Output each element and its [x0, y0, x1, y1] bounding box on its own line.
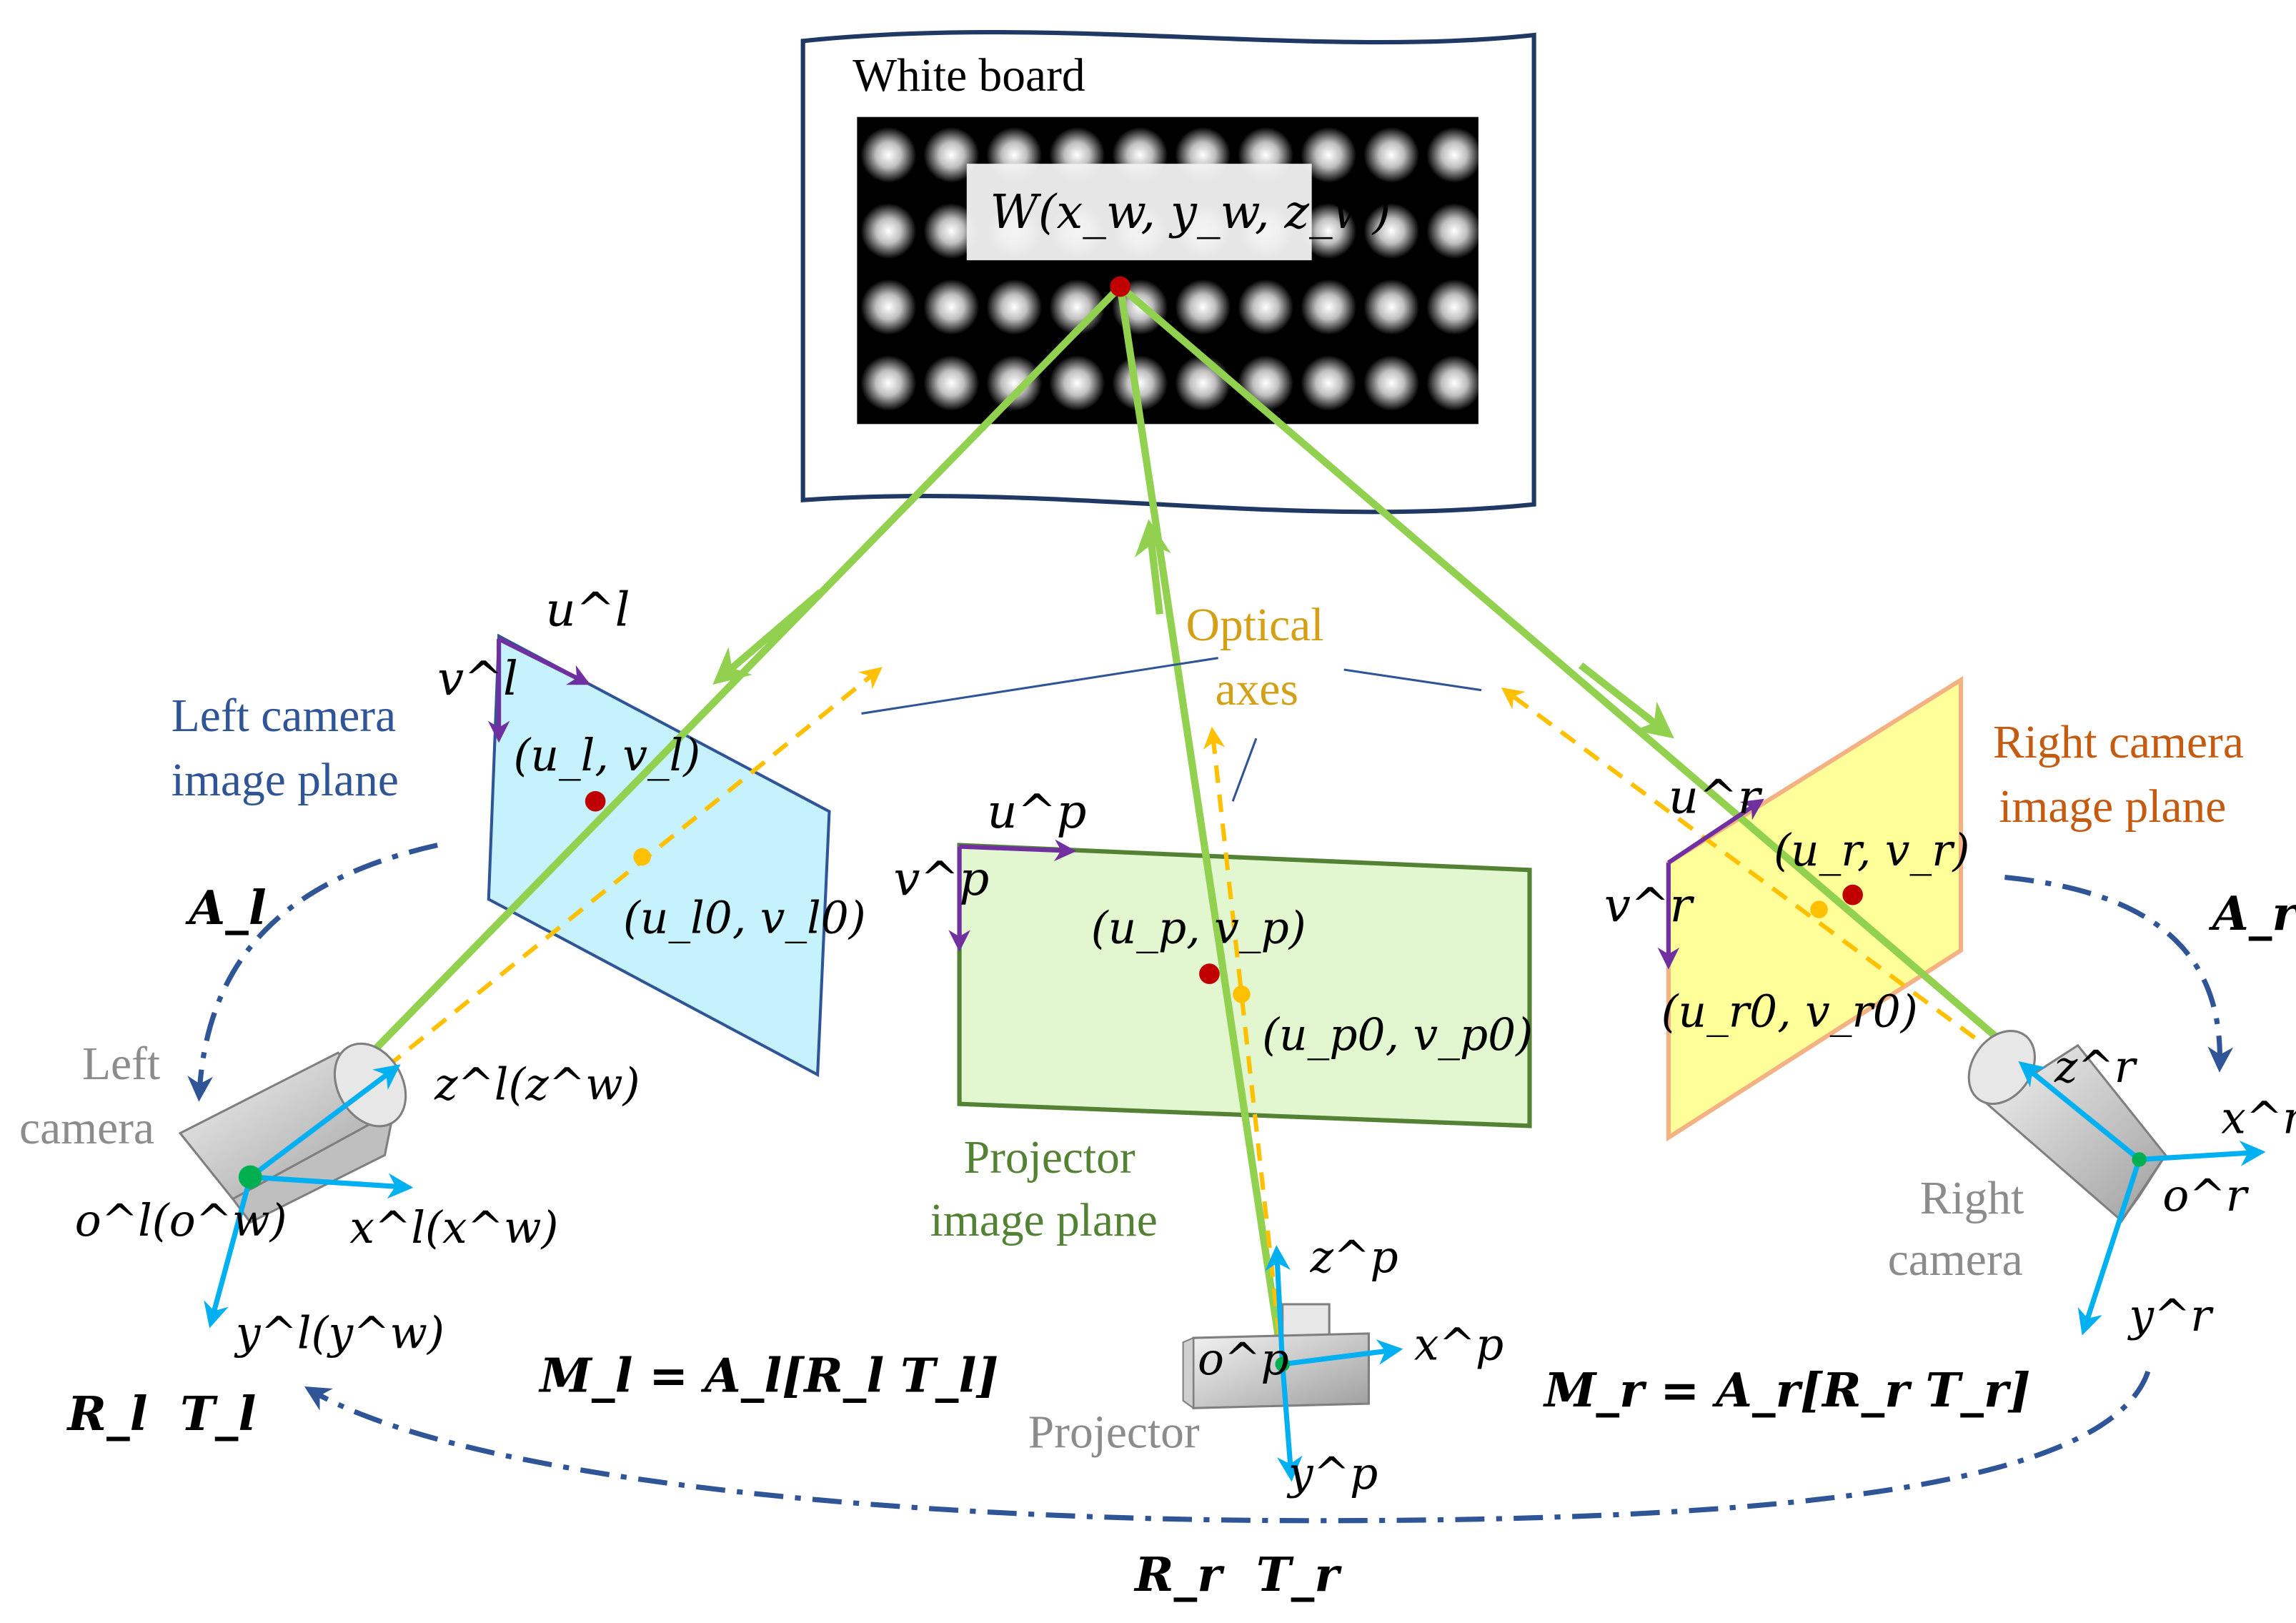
right-projection-equation: M_r = A_r[R_r T_r]	[1543, 1364, 2031, 1418]
projector-x-axis	[1282, 1339, 1403, 1367]
projector-u-axis	[959, 839, 1077, 862]
optical-axes-leaders	[861, 657, 1482, 802]
ray-right-arrow	[1578, 662, 1674, 739]
right-rotation-label: R_r	[1133, 1548, 1225, 1602]
right-intrinsic-arc	[2004, 875, 2234, 1073]
right-point-label: (u_r, v_r)	[1774, 825, 1969, 876]
ray-right-camera	[1118, 284, 2142, 1163]
projector-u-axis-label: u^p	[987, 785, 1086, 839]
right-device-label-line1: Right	[1920, 1173, 2024, 1224]
left-optical-axis	[249, 667, 883, 1179]
right-y-axis-label: y^r	[2127, 1291, 2214, 1341]
right-z-axis-label: z^r	[2054, 1042, 2138, 1093]
left-principal-label: (u_l0, v_l0)	[623, 893, 866, 943]
left-u-axis-label: u^l	[546, 583, 630, 637]
right-plane-label-line1: Right camera	[1993, 717, 2244, 768]
ray-left-camera	[247, 284, 1123, 1180]
projector-y-axis	[1276, 1364, 1303, 1482]
left-device-label-line1: Left	[82, 1038, 160, 1090]
projector-principal-label: (u_p0, v_p0)	[1262, 1010, 1533, 1061]
right-z-axis	[2018, 1061, 2141, 1162]
projector-origin-label: o^p	[1198, 1334, 1289, 1385]
right-x-axis-label: x^r	[2221, 1093, 2296, 1144]
left-u-axis	[497, 637, 591, 685]
ray-left-arrow	[712, 589, 823, 685]
right-v-axis-label: v^r	[1604, 878, 1695, 933]
projector-image-point	[1199, 963, 1220, 984]
left-principal-point	[633, 848, 651, 866]
right-y-axis	[2077, 1158, 2142, 1336]
uv-axes	[487, 637, 1764, 970]
right-principal-point	[1810, 900, 1828, 918]
right-plane-label-line2: image plane	[1999, 781, 2226, 833]
right-intrinsic-label: A_r	[2208, 887, 2296, 941]
projector-principal-point	[1233, 985, 1251, 1003]
left-z-axis	[249, 1064, 401, 1179]
stereo-extrinsic-arc	[304, 1370, 2151, 1524]
world-point-label: W(x_w, y_w, z_w)	[990, 185, 1391, 239]
right-origin	[2132, 1152, 2147, 1167]
right-origin-label: o^r	[2162, 1171, 2249, 1221]
world-point-label-box	[966, 164, 1312, 261]
labels: Optical axes Left camera image plane u^l…	[19, 583, 2296, 1602]
left-rotation-label: R_l	[66, 1387, 148, 1441]
projector-y-axis-label: y^p	[1286, 1449, 1378, 1499]
left-projection-equation: M_l = A_l[R_l T_l]	[538, 1349, 998, 1404]
left-origin	[238, 1165, 262, 1189]
left-y-axis-label: y^l(y^w)	[234, 1308, 444, 1359]
left-translation-label: T_l	[180, 1387, 256, 1441]
optical-axes-label-line1: Optical	[1186, 600, 1324, 651]
left-image-plane	[487, 633, 831, 1078]
ray-projector	[1116, 286, 1286, 1365]
projector-image-plane	[957, 843, 1532, 1128]
left-camera	[178, 1042, 407, 1224]
right-device-label-line2: camera	[1888, 1234, 2023, 1286]
projector-plane-label-line2: image plane	[930, 1195, 1158, 1246]
rays	[247, 284, 2142, 1365]
right-x-axis	[2139, 1141, 2266, 1166]
projector-v-axis-label: v^p	[894, 852, 990, 906]
projector-z-axis-label: z^p	[1310, 1232, 1398, 1283]
right-image-point	[1842, 884, 1863, 905]
left-image-point	[585, 790, 606, 812]
left-z-axis-label: z^l(z^w)	[434, 1060, 640, 1111]
projector-origin	[1275, 1356, 1290, 1372]
projector-optical-axis	[1203, 726, 1285, 1365]
right-u-axis-label: u^r	[1669, 770, 1763, 825]
right-translation-label: T_r	[1256, 1548, 1342, 1602]
left-x-axis	[250, 1173, 414, 1199]
right-u-axis	[1667, 798, 1764, 865]
white-board-label: White board	[853, 50, 1085, 101]
optical-axes-label-line2: axes	[1216, 664, 1298, 715]
coordinate-axes	[204, 1061, 2266, 1482]
projector-device-label: Projector	[1028, 1406, 1200, 1458]
projector-plane-label-line1: Projector	[964, 1132, 1135, 1183]
projector-point-label: (u_p, v_p)	[1091, 903, 1306, 954]
left-point-label: (u_l, v_l)	[514, 730, 701, 781]
left-v-axis-label: v^l	[437, 652, 518, 706]
projector-z-axis	[1265, 1245, 1291, 1365]
world-point	[1110, 276, 1130, 297]
left-plane-label-line1: Left camera	[172, 690, 396, 742]
transform-arcs	[187, 843, 2234, 1524]
white-board: White board W(x_w, y_w, z_w)	[800, 30, 1536, 515]
ray-projector-arrow	[1134, 519, 1171, 615]
left-intrinsic-arc	[187, 843, 438, 1102]
left-y-axis	[204, 1176, 253, 1329]
right-principal-label: (u_r0, v_r0)	[1661, 986, 1918, 1037]
left-x-axis-label: x^l(x^w)	[349, 1203, 558, 1254]
left-device-label-line2: camera	[19, 1103, 154, 1154]
left-intrinsic-label: A_l	[184, 881, 266, 935]
left-plane-label-line2: image plane	[172, 755, 399, 806]
fringe-pattern	[857, 116, 1479, 425]
left-origin-label: o^l(o^w)	[75, 1196, 287, 1246]
projector-x-axis-label: x^p	[1414, 1320, 1504, 1371]
